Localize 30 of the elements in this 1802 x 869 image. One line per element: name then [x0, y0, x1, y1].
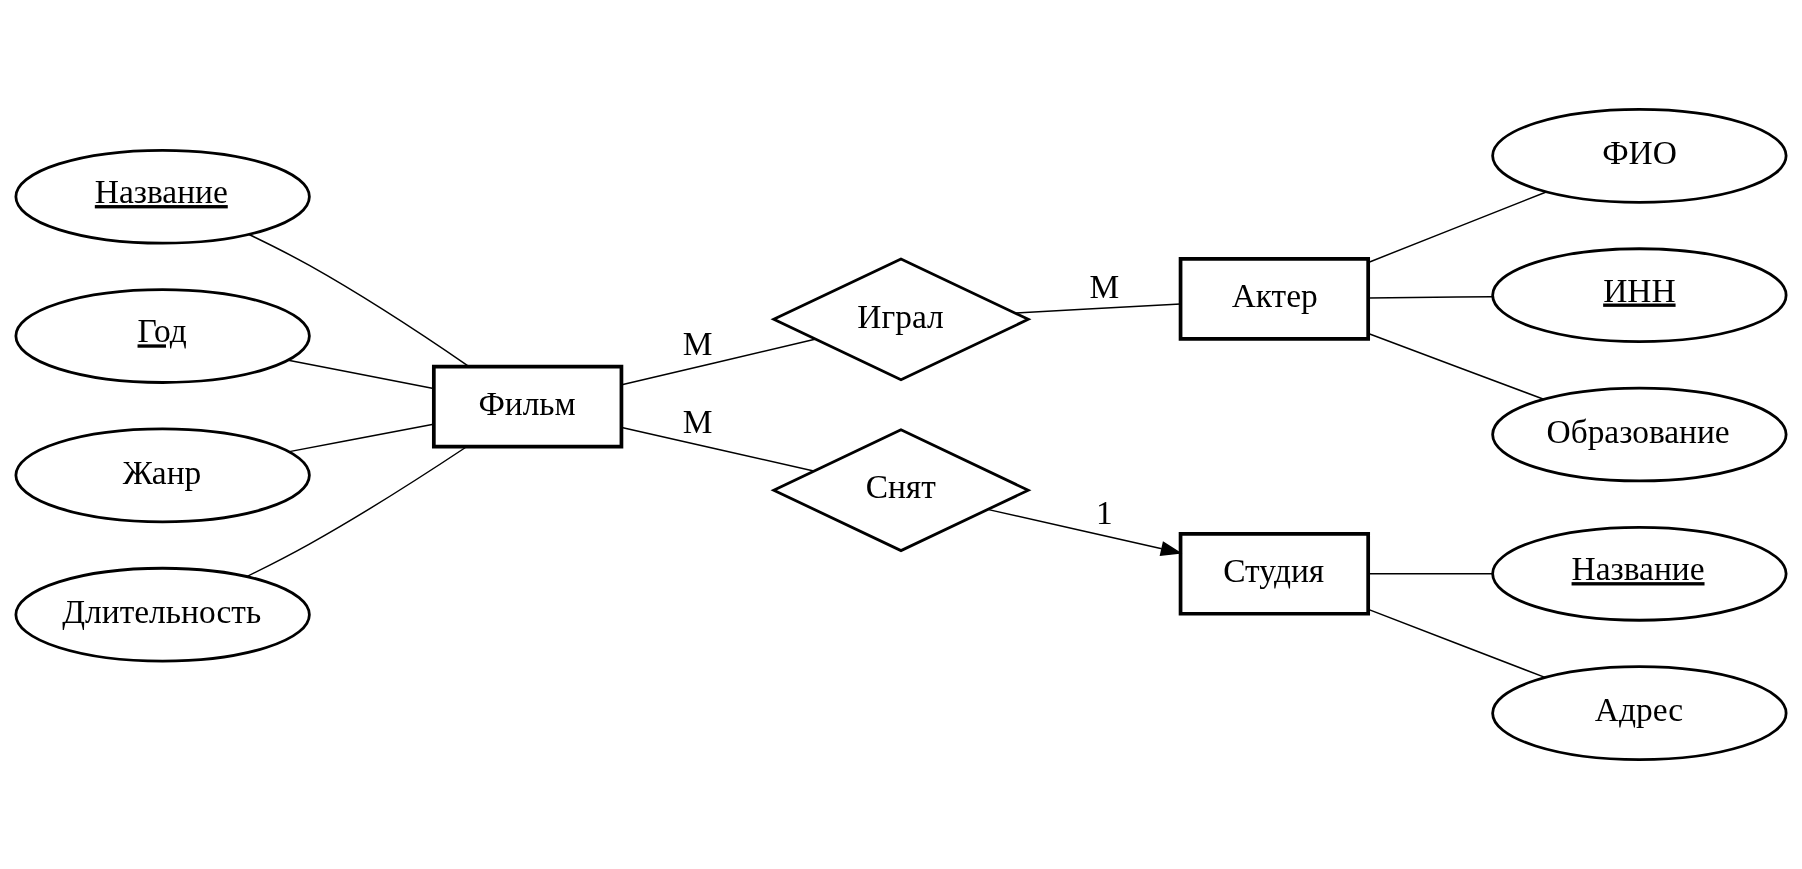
- node-diamond: Снят: [770, 428, 1032, 553]
- node-ellipse: ФИО: [1491, 108, 1788, 204]
- node-box: Фильм: [431, 364, 624, 449]
- connector: [1367, 295, 1493, 299]
- connector: [246, 446, 467, 578]
- connector: [248, 233, 470, 367]
- node-box: Студия: [1178, 532, 1371, 616]
- connector: [1367, 332, 1545, 401]
- edge-label: M: [1089, 267, 1120, 305]
- edge-label: M: [682, 403, 713, 441]
- node-ellipse: Адрес: [1491, 665, 1788, 761]
- node-ellipse: Название: [14, 148, 311, 245]
- connector: [621, 426, 815, 472]
- node-ellipse: Образование: [1491, 386, 1788, 483]
- connector: [1367, 573, 1493, 575]
- node-box: Актер: [1178, 257, 1371, 341]
- connector: [621, 338, 816, 386]
- connector: [287, 359, 435, 390]
- node-ellipse: Жанр: [14, 427, 311, 524]
- node-ellipse: Длительность: [14, 566, 311, 663]
- node-diamond: Играл: [770, 257, 1032, 382]
- node-ellipse: ИНН: [1491, 247, 1788, 343]
- connector: [1367, 608, 1546, 679]
- connector: [288, 423, 435, 453]
- node-ellipse: Год: [14, 288, 311, 384]
- edge-label: M: [682, 325, 713, 363]
- connector: [1014, 303, 1182, 314]
- node-ellipse: Название: [1491, 526, 1788, 622]
- connector: [1367, 191, 1547, 264]
- edge-label: 1: [1096, 494, 1113, 532]
